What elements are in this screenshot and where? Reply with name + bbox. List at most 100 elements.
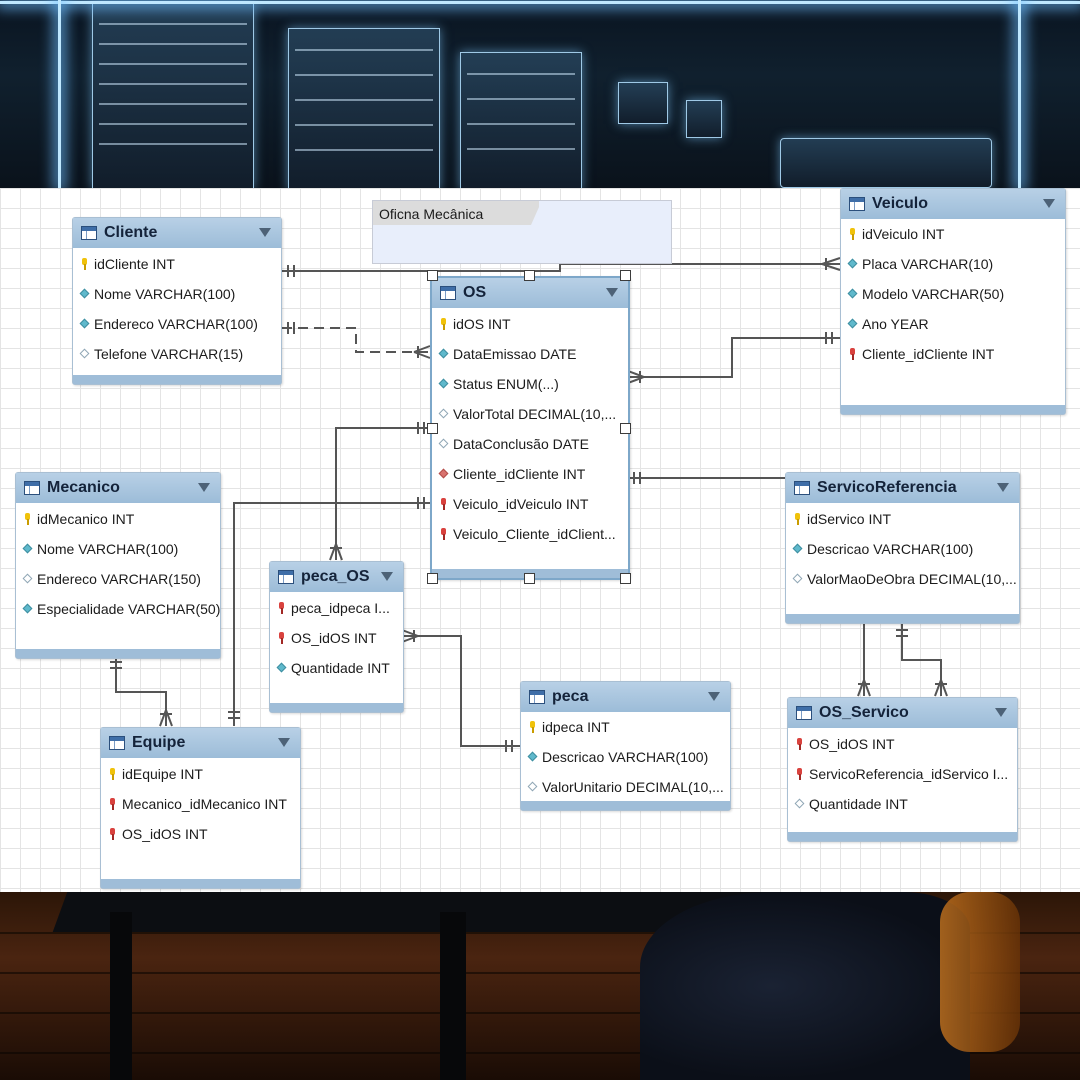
column-label: OS_idOS INT [122,826,208,842]
column-label: Especialidade VARCHAR(50) [37,601,221,617]
table-equipe[interactable]: Equipe idEquipe INT Mecanico_idMecanico … [100,727,301,889]
column-row[interactable]: Nome VARCHAR(100) [22,539,178,559]
column-row[interactable]: idCliente INT [79,254,175,274]
key-icon [438,317,448,331]
column-row[interactable]: idpeca INT [527,717,610,737]
chevron-down-icon[interactable] [606,288,618,297]
column-label: OS_idOS INT [809,736,895,752]
resize-handle[interactable] [620,573,631,584]
foreign-key-icon [438,527,448,541]
column-row[interactable]: Veiculo_Cliente_idClient... [438,524,616,544]
column-row[interactable]: DataEmissao DATE [438,344,576,364]
column-row[interactable]: ValorMaoDeObra DECIMAL(10,... [792,569,1017,589]
column-row[interactable]: Descricao VARCHAR(100) [792,539,973,559]
key-icon [792,512,802,526]
column-row[interactable]: idOS INT [438,314,511,334]
column-row[interactable]: Telefone VARCHAR(15) [79,344,243,364]
chevron-down-icon[interactable] [381,572,393,581]
table-header[interactable]: Equipe [101,728,300,758]
table-icon [278,570,294,584]
column-row[interactable]: Modelo VARCHAR(50) [847,284,1004,304]
column-row[interactable]: Descricao VARCHAR(100) [527,747,708,767]
column-row[interactable]: OS_idOS INT [276,628,377,648]
chevron-down-icon[interactable] [995,708,1007,717]
table-os[interactable]: OS idOS INT DataEmissao DATE Status ENUM… [430,276,630,580]
rel-os-equipe [233,502,430,726]
column-row[interactable]: Endereco VARCHAR(100) [79,314,258,334]
rel-cliente-os [282,327,430,353]
column-row[interactable]: Nome VARCHAR(100) [79,284,235,304]
column-row[interactable]: Endereco VARCHAR(150) [22,569,201,589]
resize-handle[interactable] [427,270,438,281]
floor-plank [0,972,1080,974]
column-row[interactable]: idVeiculo INT [847,224,944,244]
er-diagram-canvas[interactable]: Oficna Mecânica Cliente idCliente INT No… [0,188,1080,892]
diagram-note[interactable]: Oficna Mecânica [372,200,672,264]
column-row[interactable]: Quantidade INT [276,658,390,678]
table-header[interactable]: OS_Servico [788,698,1017,728]
column-label: Descricao VARCHAR(100) [542,749,709,765]
resize-handle[interactable] [427,573,438,584]
table-icon [109,736,125,750]
table-servicoreferencia[interactable]: ServicoReferencia idServico INT Descrica… [785,472,1020,624]
column-row[interactable]: Ano YEAR [847,314,929,334]
table-header[interactable]: peca_OS [270,562,403,592]
column-row[interactable]: DataConclusão DATE [438,434,589,454]
diamond-icon [847,287,857,301]
table-icon [794,481,810,495]
table-header[interactable]: ServicoReferencia [786,473,1019,503]
resize-handle[interactable] [524,573,535,584]
column-row[interactable]: Especialidade VARCHAR(50) [22,599,220,619]
column-row[interactable]: idEquipe INT [107,764,203,784]
chevron-down-icon[interactable] [708,692,720,701]
column-row[interactable]: Veiculo_idVeiculo INT [438,494,588,514]
column-row[interactable]: Cliente_idCliente INT [847,344,994,364]
column-row[interactable]: idMecanico INT [22,509,134,529]
column-row[interactable]: Status ENUM(...) [438,374,559,394]
chevron-down-icon[interactable] [198,483,210,492]
chevron-down-icon[interactable] [1043,199,1055,208]
resize-handle[interactable] [524,270,535,281]
foreign-key-icon [107,827,117,841]
key-icon [107,767,117,781]
resize-handle[interactable] [620,423,631,434]
rel-peca-os-peca [402,635,520,747]
column-row[interactable]: ValorUnitario DECIMAL(10,... [527,777,724,797]
resize-handle[interactable] [427,423,438,434]
foreign-key-icon [276,631,286,645]
table-mecanico[interactable]: Mecanico idMecanico INT Nome VARCHAR(100… [15,472,221,659]
column-label: Quantidade INT [809,796,908,812]
chevron-down-icon[interactable] [259,228,271,237]
table-veiculo[interactable]: Veiculo idVeiculo INT Placa VARCHAR(10) … [840,188,1066,415]
key-icon [527,720,537,734]
neon-line-right [1018,0,1021,188]
rel-veiculo-os [628,337,840,378]
column-row[interactable]: ServicoReferencia_idServico I... [794,764,1008,784]
table-header[interactable]: Veiculo [841,189,1065,219]
column-row[interactable]: OS_idOS INT [794,734,895,754]
column-row[interactable]: idServico INT [792,509,891,529]
column-label: peca_idpeca I... [291,600,390,616]
table-header[interactable]: Cliente [73,218,281,248]
column-row[interactable]: Cliente_idCliente INT [438,464,585,484]
table-header[interactable]: Mecanico [16,473,220,503]
column-row[interactable]: Mecanico_idMecanico INT [107,794,287,814]
table-header[interactable]: OS [432,278,628,308]
column-row[interactable]: ValorTotal DECIMAL(10,... [438,404,616,424]
table-cliente[interactable]: Cliente idCliente INT Nome VARCHAR(100) … [72,217,282,385]
column-row[interactable]: Placa VARCHAR(10) [847,254,993,274]
table-header[interactable]: peca [521,682,730,712]
table-os-servico[interactable]: OS_Servico OS_idOS INT ServicoReferencia… [787,697,1018,842]
foreign-key-icon [794,767,804,781]
column-label: idServico INT [807,511,892,527]
resize-handle[interactable] [620,270,631,281]
column-row[interactable]: peca_idpeca I... [276,598,390,618]
table-peca-os[interactable]: peca_OS peca_idpeca I... OS_idOS INT Qua… [269,561,404,713]
column-label: Cliente_idCliente INT [453,466,586,482]
chevron-down-icon[interactable] [997,483,1009,492]
column-row[interactable]: OS_idOS INT [107,824,208,844]
column-row[interactable]: Quantidade INT [794,794,908,814]
diamond-icon [22,542,32,556]
table-peca[interactable]: peca idpeca INT Descricao VARCHAR(100) V… [520,681,731,811]
chevron-down-icon[interactable] [278,738,290,747]
